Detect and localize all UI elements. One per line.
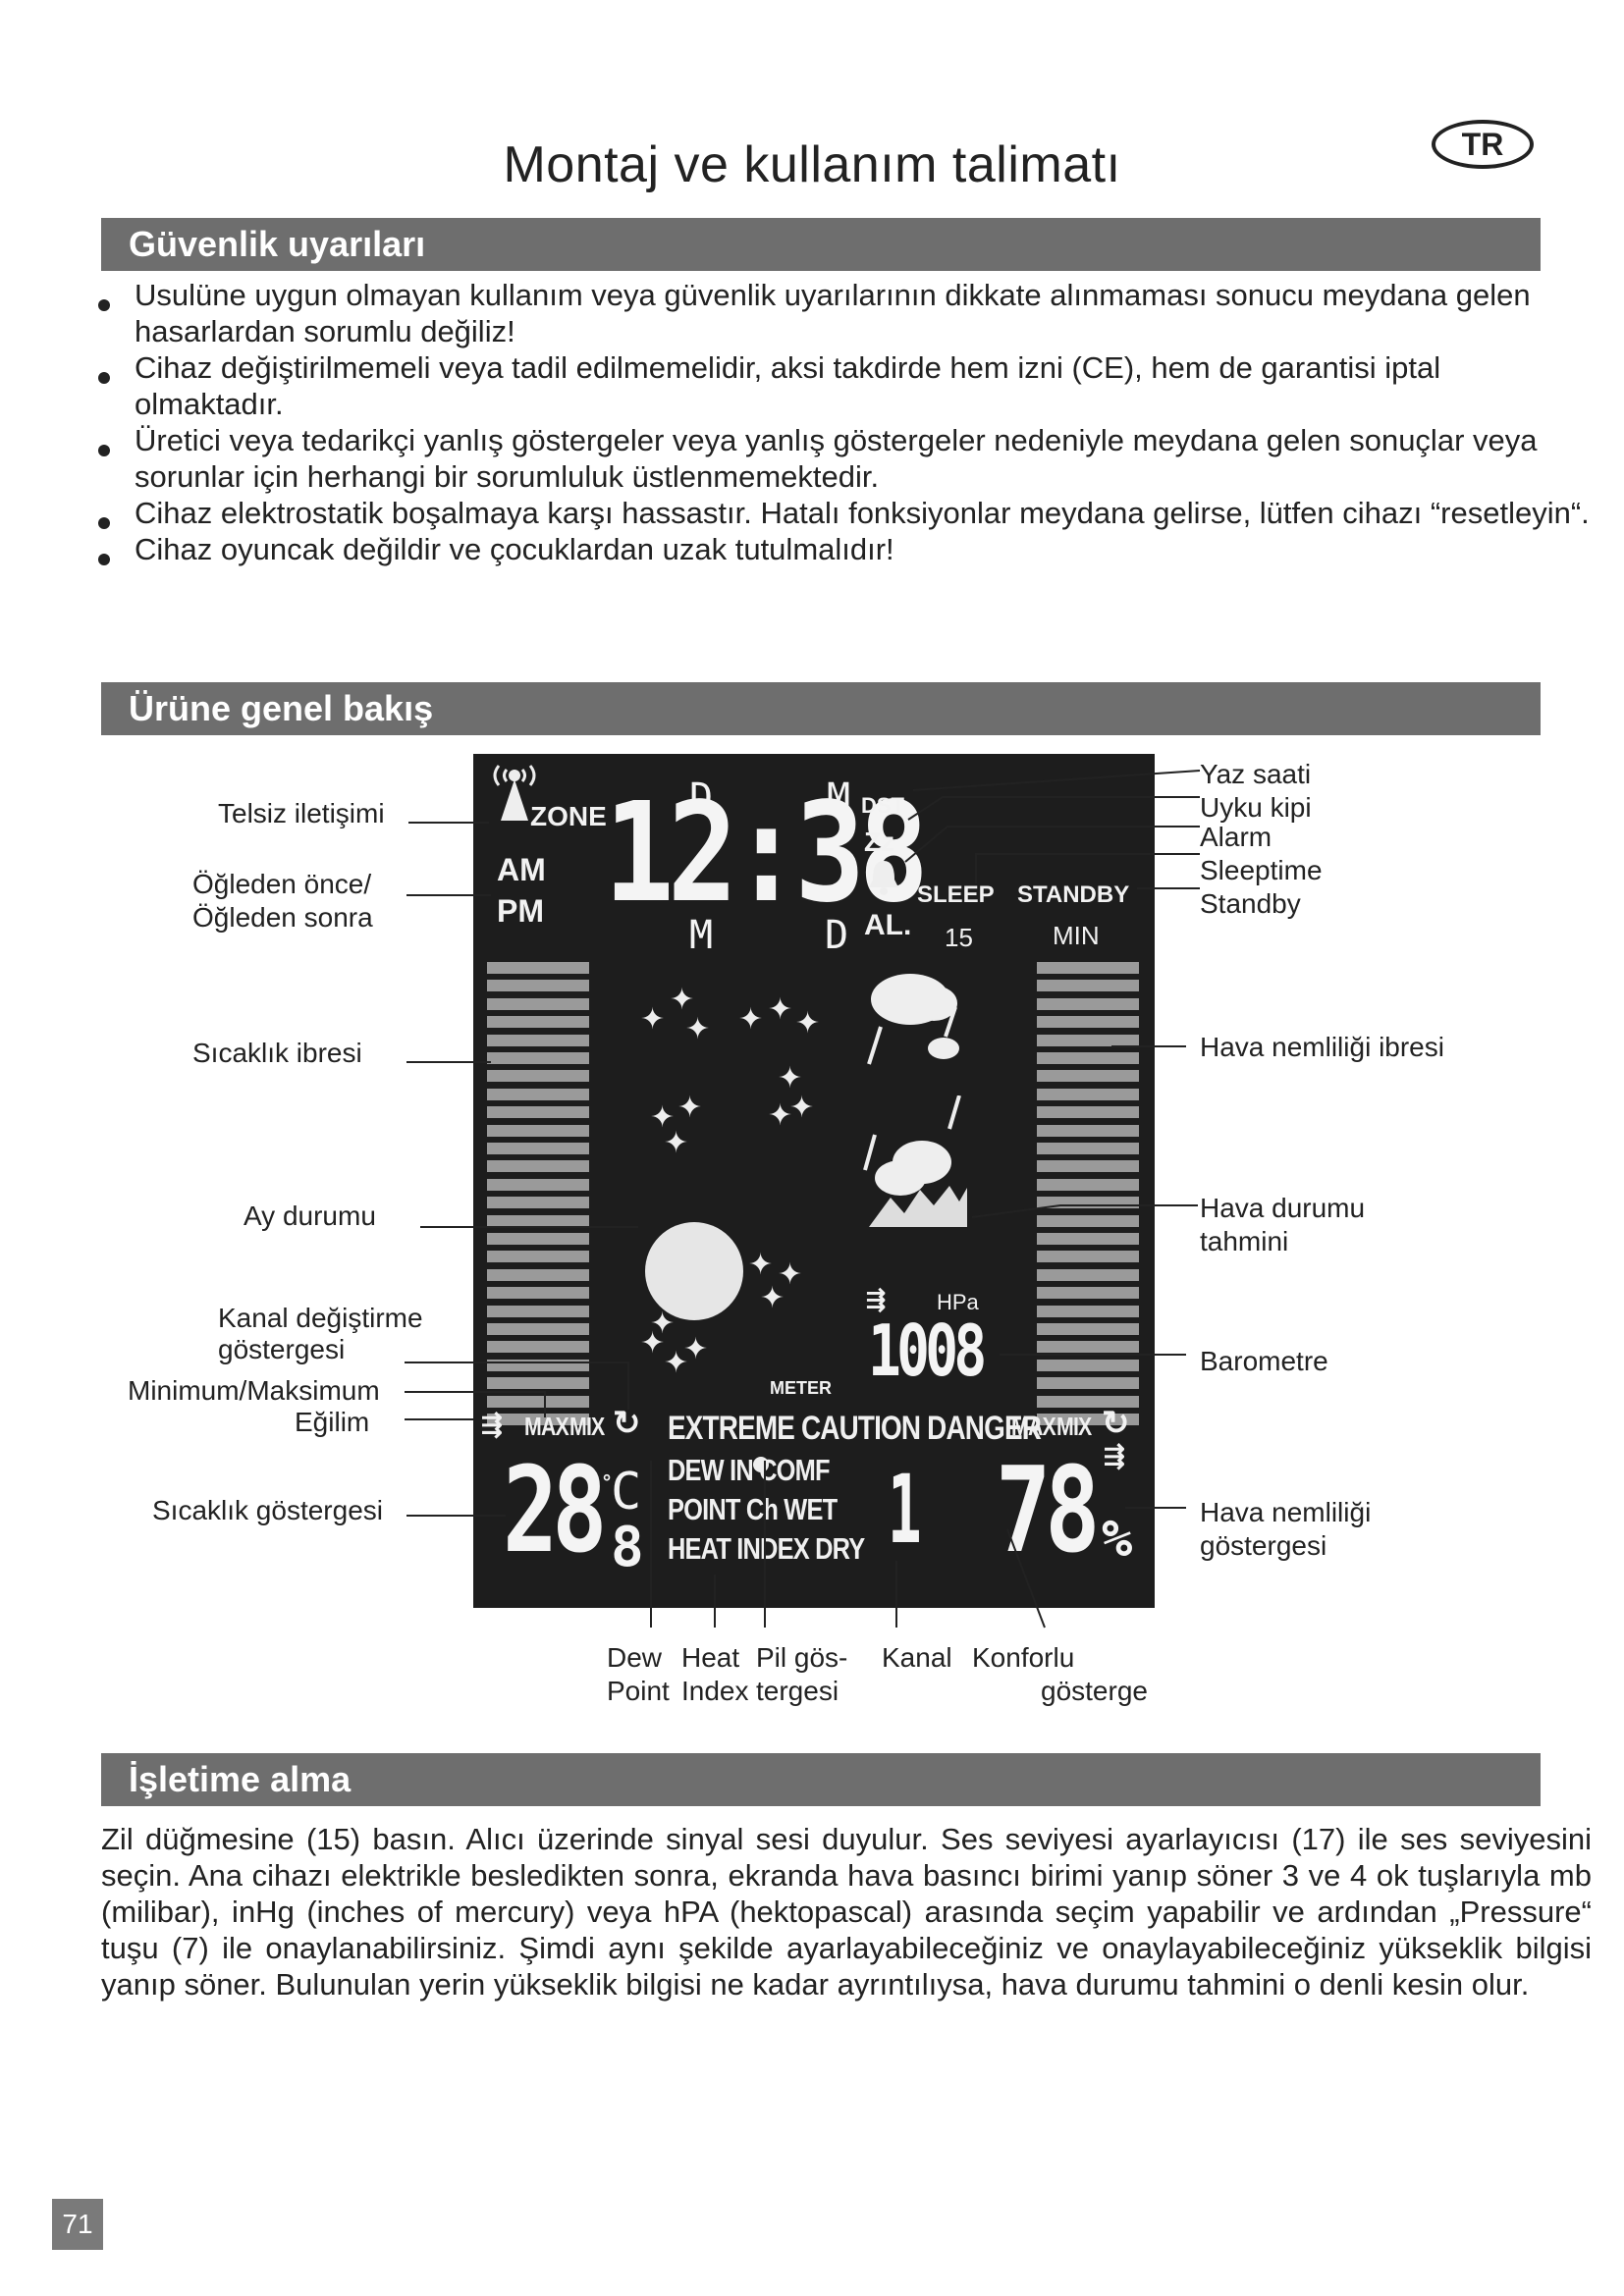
label-heat-1: Heat — [681, 1641, 739, 1674]
label-dst: Yaz saati — [1200, 758, 1311, 790]
label-radio: Telsiz iletişimi — [218, 797, 385, 829]
label-humidity-bar: Hava nemliliği ibresi — [1200, 1031, 1444, 1063]
startup-paragraph: Zil düğmesine (15) basın. Alıcı üzerinde… — [101, 1821, 1592, 2002]
label-alarm: Alarm — [1200, 821, 1272, 853]
label-channel-2: göstergesi — [218, 1333, 345, 1365]
label-moon: Ay durumu — [244, 1200, 376, 1232]
label-comfort-1: Konforlu — [972, 1641, 1074, 1674]
label-minmax: Minimum/Maksimum — [128, 1374, 380, 1407]
label-barometer: Barometre — [1200, 1345, 1328, 1377]
label-dew-1: Dew — [607, 1641, 662, 1674]
label-temp-display: Sıcaklık göstergesi — [152, 1494, 383, 1526]
label-standby: Standby — [1200, 887, 1301, 920]
section-heading-startup: İşletime alma — [101, 1753, 1541, 1806]
label-channel-1: Kanal değiştirme — [218, 1302, 423, 1334]
label-heat-2: Index — [681, 1675, 749, 1707]
label-trend: Eğilim — [295, 1406, 369, 1438]
label-comfort-2: gösterge — [1041, 1675, 1148, 1707]
label-forecast-1: Hava durumu — [1200, 1192, 1365, 1224]
label-ampm-1: Öğleden önce/ — [192, 868, 371, 900]
label-dew-2: Point — [607, 1675, 670, 1707]
label-humidity-display-2: göstergesi — [1200, 1529, 1326, 1562]
label-channel: Kanal — [882, 1641, 952, 1674]
label-sleeptime: Sleeptime — [1200, 854, 1323, 886]
label-ampm-2: Öğleden sonra — [192, 901, 373, 934]
label-battery-1: Pil gös- — [756, 1641, 847, 1674]
label-temp-bar: Sıcaklık ibresi — [192, 1037, 362, 1069]
label-forecast-2: tahmini — [1200, 1225, 1288, 1257]
page-number: 71 — [52, 2199, 103, 2250]
label-humidity-display-1: Hava nemliliği — [1200, 1496, 1371, 1528]
label-sleep-mode: Uyku kipi — [1200, 791, 1312, 824]
label-battery-2: tergesi — [756, 1675, 839, 1707]
